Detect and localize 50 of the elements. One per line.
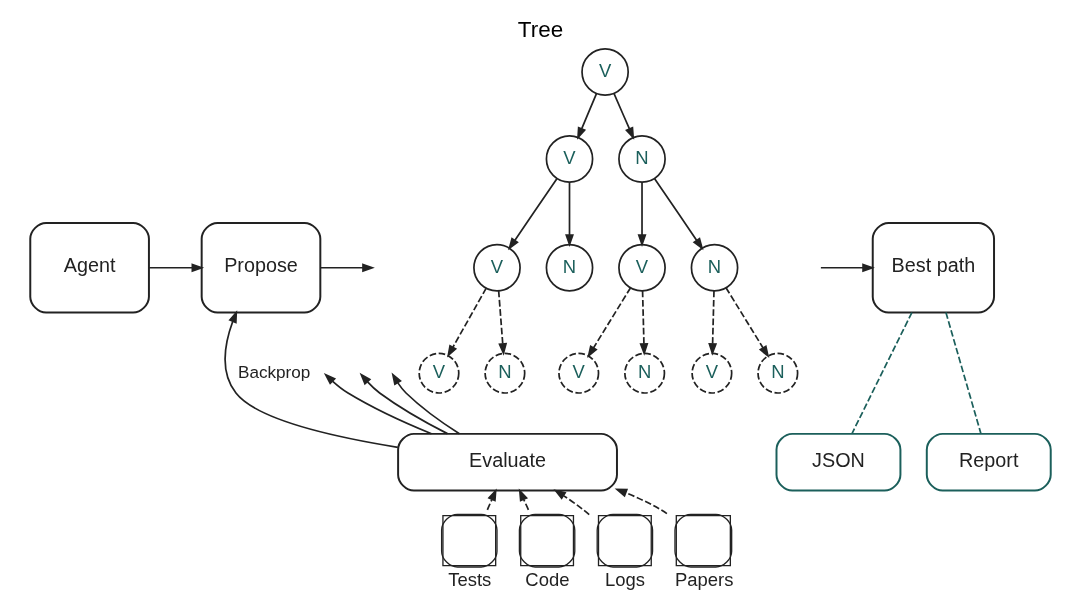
edge-label: Backprop [237,361,310,382]
node-circle: N [545,243,593,292]
arrow [614,488,668,515]
connector [944,311,982,435]
node-label: Code [524,568,569,590]
arrow [707,290,717,356]
node-box: JSON [775,432,901,492]
node-box: Evaluate [396,432,618,492]
arrow [486,488,497,511]
node-circle: V [690,352,733,394]
arrow [639,290,648,356]
arrow [518,488,529,511]
arrow [507,177,558,251]
arrow [223,310,399,449]
arrow [576,92,597,140]
node-circle: V [580,48,629,96]
node-circle: N [756,352,798,394]
node-circle: N [623,352,665,394]
node-box: Propose [200,221,321,314]
arrow [564,181,574,248]
node-label: Tests [447,568,491,590]
arrow [552,489,590,516]
node-box: Agent [28,221,150,314]
connector [850,311,913,435]
node-circle: N [483,352,526,394]
arrow [446,287,487,358]
node-circle: V [472,243,521,292]
node-circle: V [417,352,460,394]
arrow [497,290,507,356]
node-circle: N [690,243,738,292]
arrow [323,372,432,435]
node-circle: V [617,243,666,292]
arrow [653,177,703,251]
node-box: Report [925,432,1052,492]
arrow [724,287,769,359]
node-box: Best path [871,221,995,314]
diagram-title: Tree [517,16,563,42]
node-circle: N [617,135,666,183]
node-label: Logs [604,568,645,590]
node-label: Papers [674,568,733,590]
arrow [147,263,204,273]
arrow [819,263,875,273]
arrow [359,372,448,435]
node-circle: V [545,135,593,183]
arrow [319,263,375,273]
arrow [612,92,634,140]
arrow [586,287,631,359]
arrow [637,181,646,248]
arrow [391,372,460,435]
node-circle: V [557,352,599,394]
